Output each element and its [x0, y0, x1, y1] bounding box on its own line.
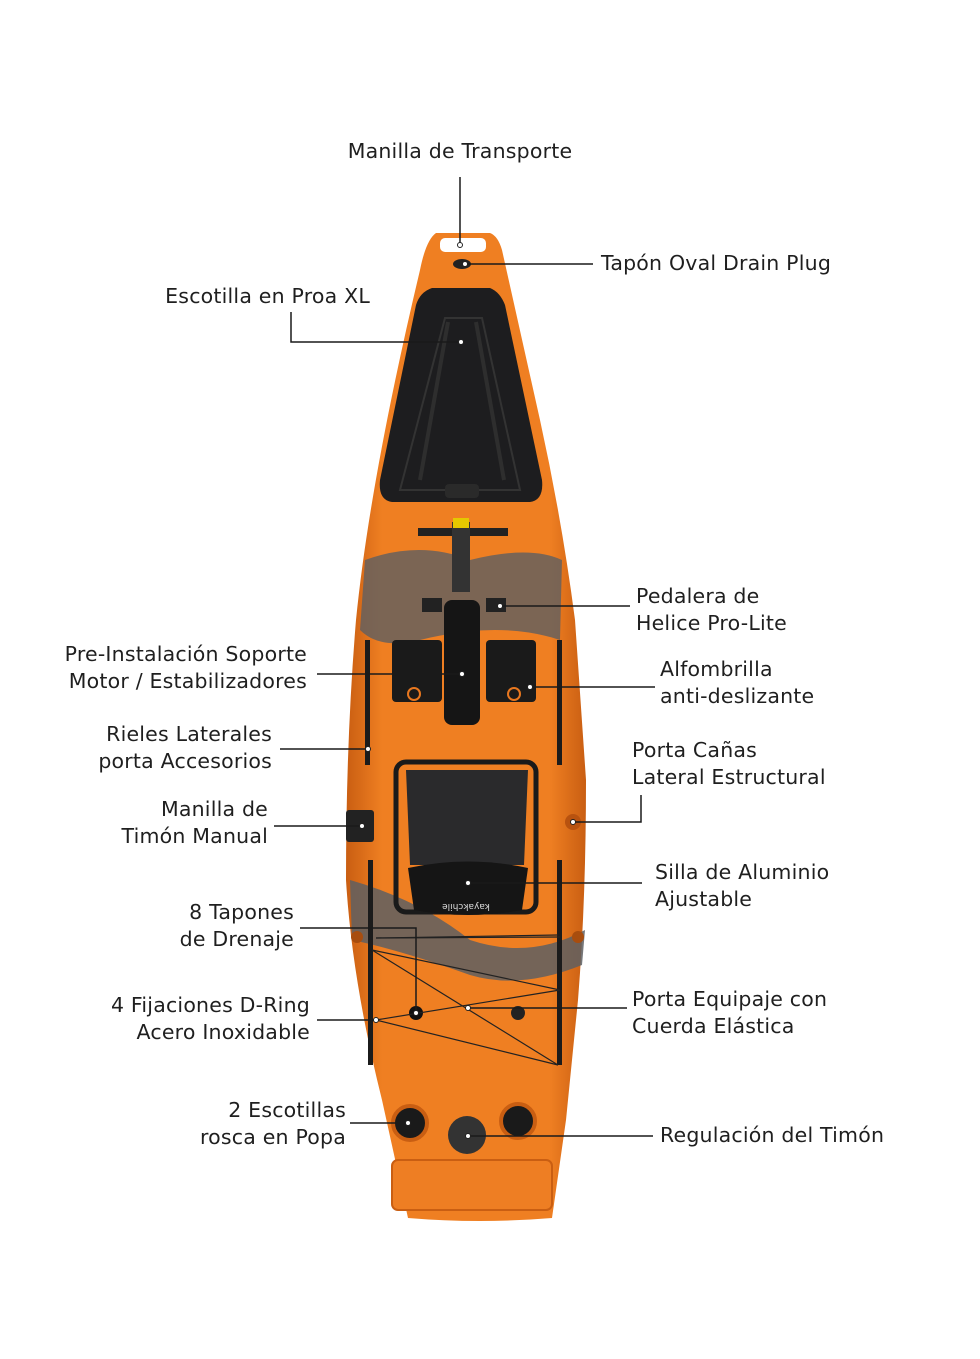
label-line: Porta Cañas [632, 738, 758, 762]
label-line: Alfombrilla [660, 657, 773, 681]
side-rail-left [365, 640, 370, 765]
label-line: Manilla de Transporte [347, 139, 573, 163]
label-line: Lateral Estructural [632, 765, 826, 789]
label-line: Manilla de [160, 797, 268, 821]
label-line: 2 Escotillas [228, 1098, 346, 1122]
label-rudder-handle: Manilla de Timón Manual [121, 796, 268, 850]
label-line: Timón Manual [121, 824, 268, 848]
label-stern-hatches: 2 Escotillas rosca en Popa [200, 1097, 346, 1151]
label-line: Escotilla en Proa XL [165, 284, 370, 308]
label-line: Regulación del Timón [660, 1123, 885, 1147]
label-line: Silla de Aluminio [655, 860, 830, 884]
label-line: rosca en Popa [199, 1125, 346, 1149]
seat-brand: kayakchile [442, 901, 490, 911]
leader-lines [274, 177, 655, 1137]
label-drain-plug: Tapón Oval Drain Plug [601, 250, 831, 277]
label-pedal-drive: Pedalera de Helice Pro-Lite [636, 583, 787, 637]
label-mat: Alfombrilla anti-deslizante [660, 656, 814, 710]
label-line: Motor / Estabilizadores [68, 669, 307, 693]
label-line: Porta Equipaje con [632, 987, 828, 1011]
label-line: Helice Pro-Lite [636, 611, 787, 635]
motor-mount [444, 600, 480, 725]
label-line: anti-deslizante [660, 684, 815, 708]
deck-mat-left [392, 640, 442, 702]
label-line: de Drenaje [179, 927, 294, 951]
label-line: Ajustable [655, 887, 753, 911]
label-line: 8 Tapones [189, 900, 294, 924]
label-line: porta Accesorios [98, 749, 272, 773]
deck-mat-right [486, 640, 536, 702]
label-line: Rieles Laterales [106, 722, 272, 746]
bow-hatch [379, 288, 543, 502]
callout-dots [359, 242, 576, 1139]
label-scupper-plugs: 8 Tapones de Drenaje [180, 899, 294, 953]
label-line: Tapón Oval Drain Plug [601, 251, 832, 275]
label-line: Cuerda Elástica [632, 1014, 795, 1038]
label-side-rails: Rieles Laterales porta Accesorios [98, 721, 272, 775]
stern-hatch-right [499, 1102, 537, 1140]
label-line: Acero Inoxidable [136, 1020, 310, 1044]
label-rudder-adjust: Regulación del Timón [660, 1122, 884, 1149]
label-carry-handle: Manilla de Transporte [300, 138, 620, 165]
seat [406, 770, 528, 865]
label-line: 4 Fijaciones D-Ring [110, 993, 310, 1017]
label-bow-hatch: Escotilla en Proa XL [165, 283, 370, 310]
label-line: Pre-Instalación Soporte [64, 642, 307, 666]
label-line: Pedalera de [636, 584, 760, 608]
